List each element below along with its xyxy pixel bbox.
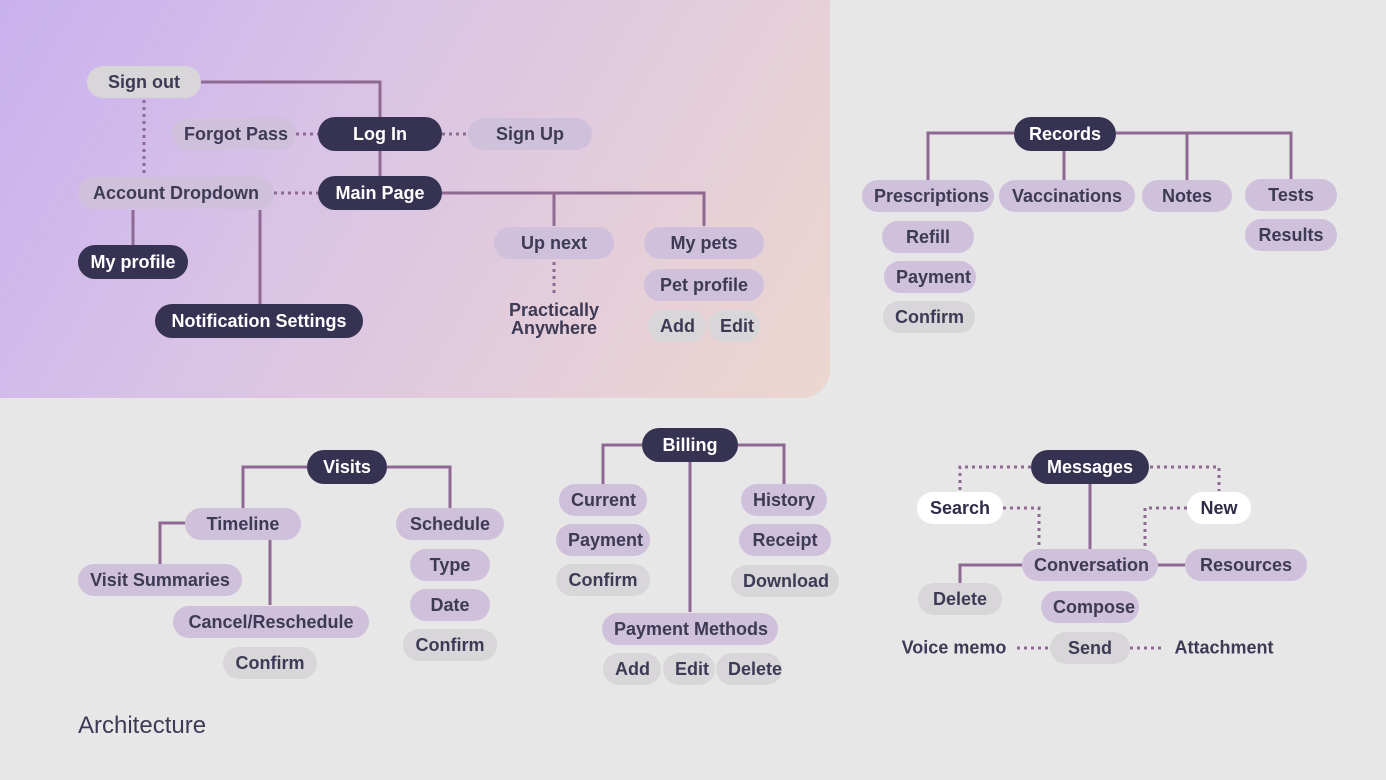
type-node: Type — [410, 549, 490, 581]
connector — [158, 521, 186, 564]
pet-profile-node: Pet profile — [644, 269, 764, 301]
billing-delete-node: Delete — [716, 653, 782, 685]
sign-up-node: Sign Up — [468, 118, 592, 150]
billing-add-node: Add — [603, 653, 661, 685]
current-node: Current — [559, 484, 647, 516]
cancel-reschedule-node: Cancel/Reschedule — [173, 606, 369, 638]
visits-confirm-right-node: Confirm — [403, 629, 497, 661]
page-title: Architecture — [78, 712, 207, 739]
practically-anywhere-label: Practically Anywhere — [509, 301, 599, 337]
connector — [241, 465, 307, 508]
connector — [601, 443, 642, 484]
forgot-pass-node: Forgot Pass — [172, 118, 296, 150]
dotted-connector — [1150, 465, 1221, 491]
pet-edit-node: Edit — [708, 310, 760, 342]
practically-line2: Anywhere — [510, 318, 598, 338]
billing-node: Billing — [642, 428, 738, 462]
dotted-connector — [1143, 506, 1187, 548]
prescriptions-node: Prescriptions — [862, 180, 994, 212]
visit-summaries-node: Visit Summaries — [78, 564, 242, 596]
compose-node: Compose — [1041, 591, 1139, 623]
dotted-connector — [958, 465, 1031, 491]
messages-node: Messages — [1031, 450, 1149, 484]
receipt-node: Receipt — [739, 524, 831, 556]
notification-settings-node: Notification Settings — [155, 304, 363, 338]
practically-line1: Practically — [508, 300, 600, 320]
resources-node: Resources — [1185, 549, 1307, 581]
up-next-node: Up next — [494, 227, 614, 259]
dotted-connector — [1003, 506, 1041, 548]
connector — [1116, 131, 1293, 179]
notes-node: Notes — [1142, 180, 1232, 212]
visits-node: Visits — [307, 450, 387, 484]
date-node: Date — [410, 589, 490, 621]
records-node: Records — [1014, 117, 1116, 151]
messages-delete-node: Delete — [918, 583, 1002, 615]
voice-memo-label: Voice memo — [901, 637, 1007, 658]
log-in-node: Log In — [318, 117, 442, 151]
visits-confirm-left-node: Confirm — [223, 647, 317, 679]
new-node: New — [1187, 492, 1251, 524]
my-profile-node: My profile — [78, 245, 188, 279]
account-dropdown-node: Account Dropdown — [78, 177, 274, 209]
connector — [387, 465, 452, 508]
my-pets-node: My pets — [644, 227, 764, 259]
billing-payment-node: Payment — [556, 524, 650, 556]
attachment-label: Attachment — [1174, 637, 1274, 658]
records-confirm-node: Confirm — [883, 301, 975, 333]
tests-node: Tests — [1245, 179, 1337, 211]
results-node: Results — [1245, 219, 1337, 251]
connector — [926, 131, 1014, 180]
main-page-node: Main Page — [318, 176, 442, 210]
history-node: History — [741, 484, 827, 516]
connector — [200, 80, 382, 118]
vaccinations-node: Vaccinations — [999, 180, 1135, 212]
billing-confirm-node: Confirm — [556, 564, 650, 596]
connector — [958, 563, 1022, 583]
billing-edit-node: Edit — [663, 653, 715, 685]
download-node: Download — [731, 565, 839, 597]
conversation-node: Conversation — [1022, 549, 1158, 581]
connector — [442, 191, 706, 226]
search-node: Search — [917, 492, 1003, 524]
records-payment-node: Payment — [884, 261, 976, 293]
refill-node: Refill — [882, 221, 974, 253]
pet-add-node: Add — [648, 310, 706, 342]
connector — [738, 443, 786, 484]
sign-out-node: Sign out — [87, 66, 201, 98]
schedule-node: Schedule — [396, 508, 504, 540]
send-node: Send — [1050, 632, 1130, 664]
payment-methods-node: Payment Methods — [602, 613, 778, 645]
timeline-node: Timeline — [185, 508, 301, 540]
